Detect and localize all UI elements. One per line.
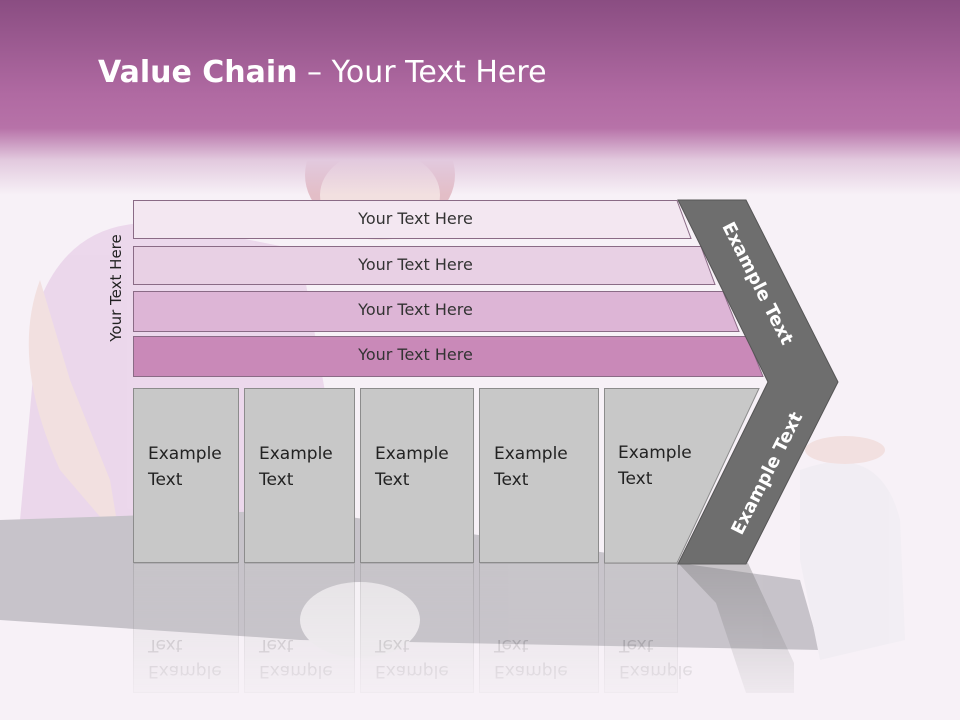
slide-title: Value Chain – Your Text Here (98, 55, 547, 90)
bar-4-shape (133, 336, 764, 377)
activity-box-4-label: Example Text (494, 444, 568, 490)
reflection-chevron (678, 563, 794, 693)
reflection-box-4: Example Text (479, 563, 599, 693)
reflection-box-3-label: Example Text (375, 635, 449, 681)
bar-1-shape (133, 200, 692, 239)
title-bold: Value Chain (98, 55, 298, 90)
reflection-box-2: Example Text (244, 563, 355, 693)
activity-box-1-label: Example Text (148, 444, 222, 490)
bar-4-label: Your Text Here (358, 345, 473, 364)
activity-box-3-label: Example Text (375, 444, 449, 490)
reflection-box-4-label: Example Text (494, 635, 568, 681)
reflection-box-5: Example Text (604, 563, 693, 693)
bar-2-label: Your Text Here (358, 255, 473, 274)
title-rest: – Your Text Here (297, 55, 547, 90)
activity-box-5-label: Example Text (618, 443, 692, 489)
reflection-box-1: Example Text (133, 563, 239, 693)
margin-chevron (677, 199, 839, 565)
reflection-box-3: Example Text (360, 563, 474, 693)
bar-1-label: Your Text Here (358, 209, 473, 228)
bar-3-shape (133, 291, 740, 332)
bar-2-shape (133, 246, 716, 285)
header-band (0, 0, 960, 195)
activity-box-5-shape (604, 388, 760, 564)
activity-box-2: Example Text (244, 388, 355, 563)
side-label: Your Text Here (107, 234, 125, 342)
activity-box-3: Example Text (360, 388, 474, 563)
reflection: Example Text Example Text Example Text E… (0, 563, 960, 720)
activity-box-4: Example Text (479, 388, 599, 563)
activity-box-2-label: Example Text (259, 444, 333, 490)
reflection-box-2-label: Example Text (259, 635, 333, 681)
bar-3-label: Your Text Here (358, 300, 473, 319)
reflection-box-1-label: Example Text (148, 635, 222, 681)
activity-box-1: Example Text (133, 388, 239, 563)
